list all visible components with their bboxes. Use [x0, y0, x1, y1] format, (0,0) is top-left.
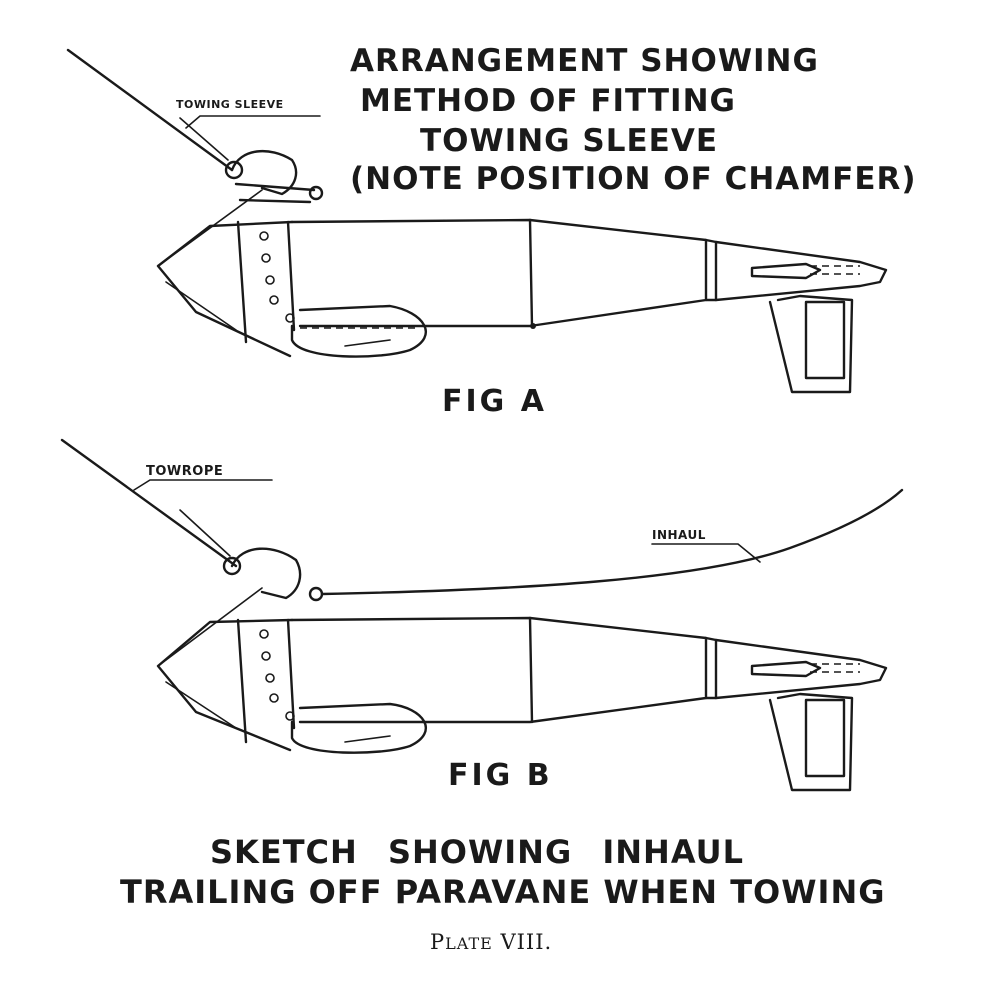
fig-a-label: FIG A [442, 384, 547, 419]
plate-number: PLATE VIII. [430, 930, 552, 954]
fig-b-label: FIG B [448, 758, 553, 793]
fig-b-towrope-leader [133, 479, 273, 491]
caption-line-2: TRAILING OFF PARAVANE WHEN TOWING [120, 873, 886, 911]
heading-line-3: TOWING SLEEVE [420, 123, 719, 159]
plate-number-small-caps: LATE [445, 934, 493, 953]
caption-line-1: SKETCH SHOWING INHAUL [210, 833, 744, 871]
heading-line-4: (NOTE POSITION OF CHAMFER) [350, 161, 917, 197]
fig-a-towing-cable [66, 48, 234, 172]
fig-a-paravane [66, 48, 888, 394]
heading-line-1: ARRANGEMENT SHOWING [350, 43, 819, 79]
fig-a-body [156, 189, 888, 394]
fig-a-towing-sleeve [224, 149, 324, 204]
fig-b-towrope [60, 438, 238, 568]
inhaul-callout: INHAUL [652, 528, 706, 542]
fig-b-inhaul-leader [651, 543, 761, 563]
fig-a-callout-leader [185, 115, 321, 129]
fig-b-body [156, 587, 888, 792]
fig-b-inhaul [320, 488, 904, 596]
plate-number-initial: P [430, 930, 446, 954]
towrope-callout: TOWROPE [146, 464, 224, 479]
heading-line-2: METHOD OF FITTING [360, 83, 736, 119]
towing-sleeve-callout: TOWING SLEEVE [176, 98, 284, 111]
plate-number-numeral: VIII. [492, 930, 553, 954]
fig-b-paravane [60, 438, 904, 792]
